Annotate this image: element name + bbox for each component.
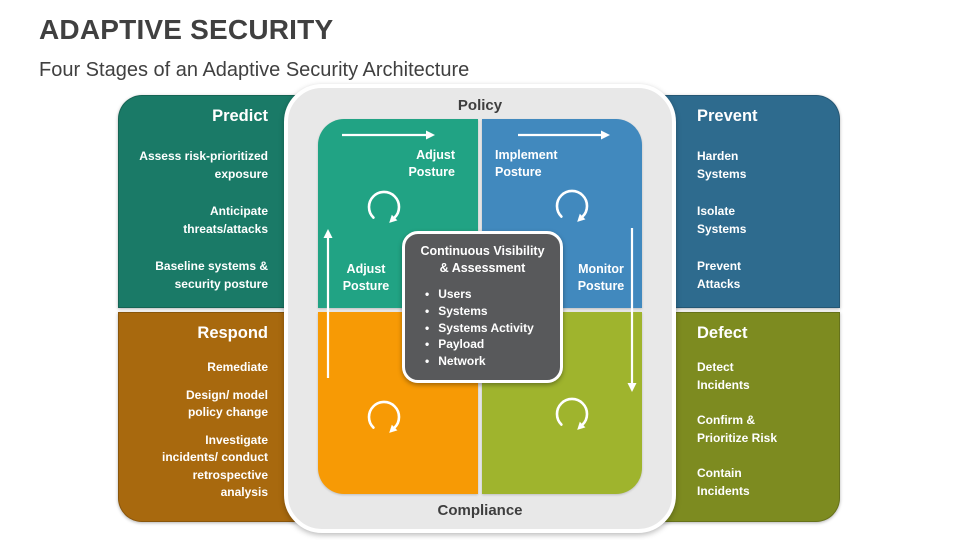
page-title: ADAPTIVE SECURITY [39, 14, 334, 45]
center-box-bullet-list: Users Systems Systems Activity Payload N… [405, 286, 560, 370]
list-item: Network [425, 353, 560, 370]
page-subtitle: Four Stages of an Adaptive Security Arch… [39, 59, 470, 81]
panel-predict-heading: Predict [212, 107, 268, 125]
list-item: Remediate [207, 360, 268, 374]
compliance-label: Compliance [437, 502, 523, 519]
continuous-visibility-box: Continuous Visibility& Assessment Users … [402, 231, 563, 383]
list-item: Confirm &Prioritize Risk [697, 413, 778, 445]
list-item: Systems [425, 303, 560, 320]
panel-prevent-heading: Prevent [697, 107, 758, 125]
list-item: Baseline systems &security posture [155, 259, 268, 291]
policy-label: Policy [457, 97, 503, 114]
list-item: Payload [425, 336, 560, 353]
list-item: Users [425, 286, 560, 303]
panel-defect-heading: Defect [697, 324, 748, 342]
list-item: Systems Activity [425, 320, 560, 337]
panel-respond-heading: Respond [197, 324, 268, 342]
center-box-title: Continuous Visibility& Assessment [420, 244, 545, 275]
